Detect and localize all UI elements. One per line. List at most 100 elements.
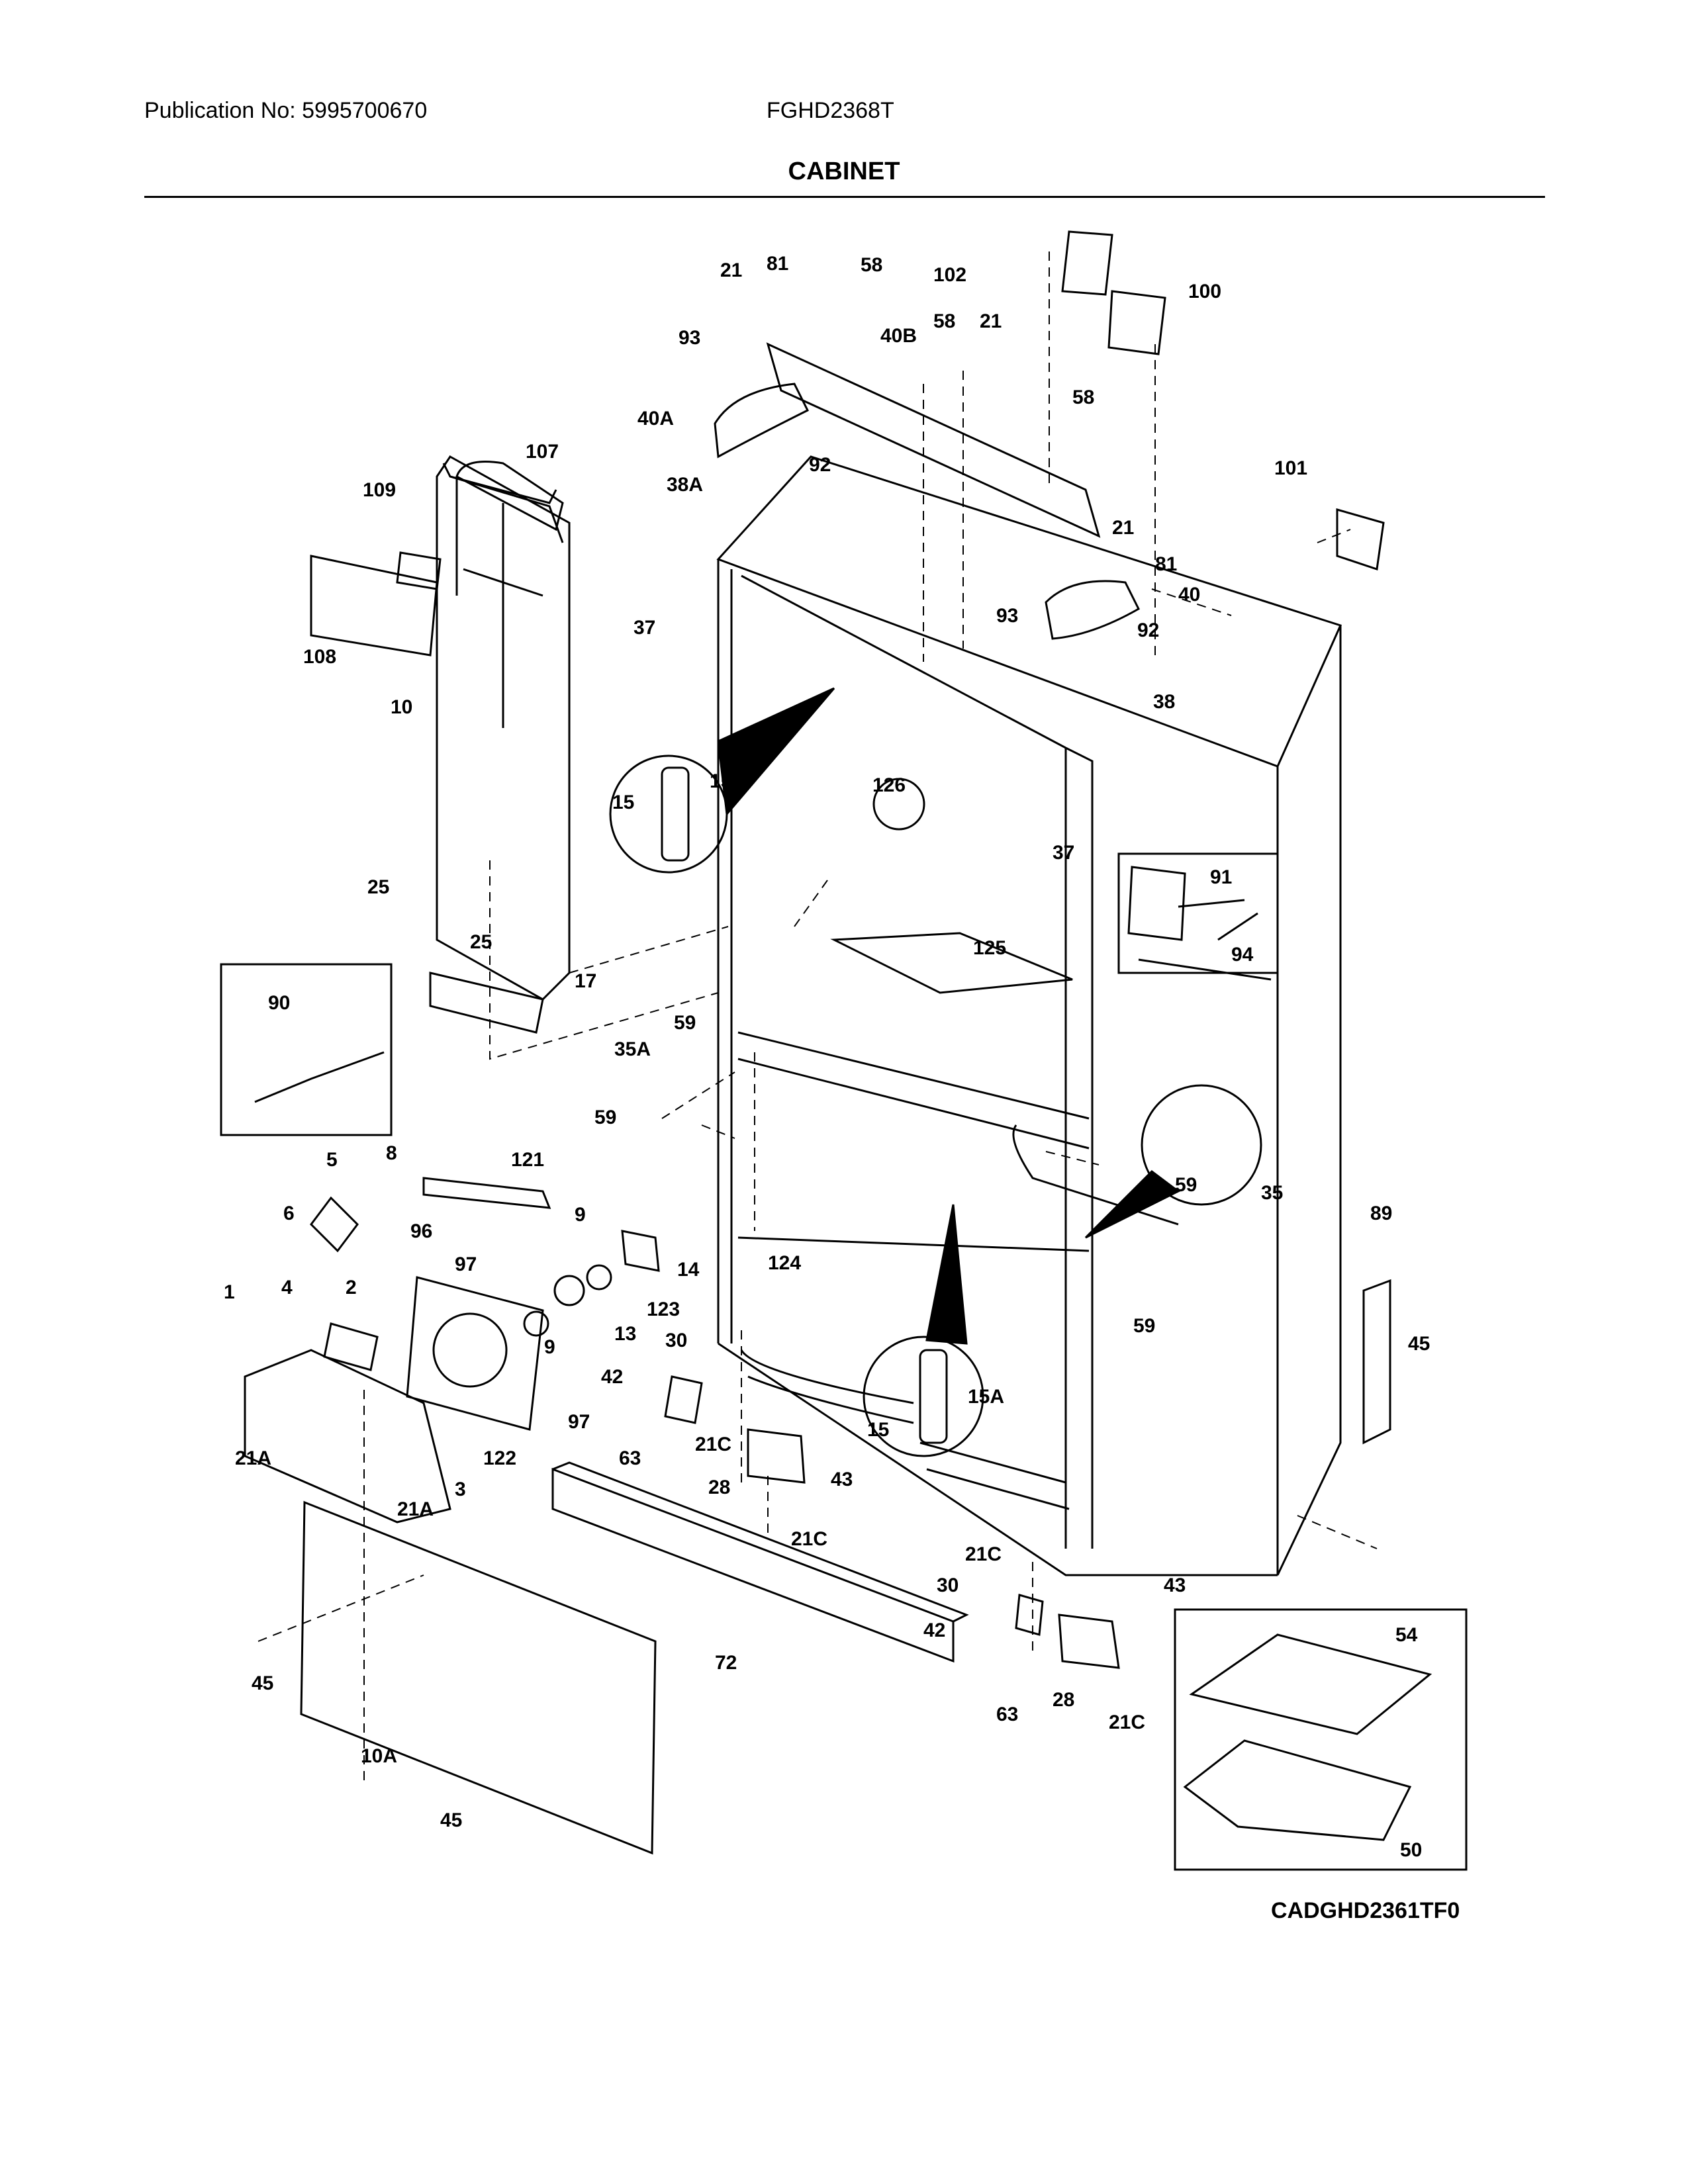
callout: 93 bbox=[679, 327, 700, 349]
duct-grille-107 bbox=[455, 461, 564, 531]
callout: 13 bbox=[614, 1323, 636, 1345]
cabinet-inner-edges bbox=[730, 569, 1094, 1549]
callout: 125 bbox=[973, 937, 1006, 959]
callout: 21C bbox=[965, 1543, 1002, 1565]
callout: 35A bbox=[614, 1038, 651, 1060]
evaporator-cover-1 bbox=[244, 1349, 451, 1524]
callout: 58 bbox=[861, 254, 882, 276]
callout: 1 bbox=[224, 1281, 235, 1303]
control-board-50 bbox=[1183, 1739, 1412, 1841]
cabinet-bottom-rails bbox=[740, 1349, 1070, 1510]
callout: 6 bbox=[283, 1203, 295, 1224]
callout: 15A bbox=[710, 770, 746, 792]
filter-15a-top bbox=[661, 766, 690, 862]
callout: 37 bbox=[633, 617, 655, 639]
diagram-code: CADGHD2361TF0 bbox=[1271, 1898, 1460, 1923]
callout: 40 bbox=[1178, 584, 1200, 606]
callout-labels: 21 81 58 102 100 93 40B 58 21 40A 58 92 … bbox=[224, 253, 1430, 1861]
filter-108 bbox=[310, 555, 438, 657]
probe-90 bbox=[254, 1051, 385, 1103]
callout: 15A bbox=[968, 1386, 1004, 1408]
callout: 81 bbox=[767, 253, 788, 275]
callout: 109 bbox=[363, 479, 396, 501]
callout: 8 bbox=[386, 1142, 397, 1164]
fan-blade-5 bbox=[310, 1196, 359, 1253]
callout: 90 bbox=[268, 992, 290, 1014]
callout: 21A bbox=[235, 1447, 271, 1469]
callout: 21 bbox=[1112, 517, 1134, 539]
callout: 92 bbox=[1137, 619, 1159, 641]
callout: 45 bbox=[440, 1809, 462, 1831]
callout: 21C bbox=[695, 1433, 731, 1455]
callout: 121 bbox=[511, 1149, 544, 1171]
callout: 107 bbox=[526, 441, 559, 463]
detail-circle-35 bbox=[1141, 1084, 1262, 1206]
duct-top bbox=[449, 475, 564, 597]
callout: 25 bbox=[367, 876, 389, 898]
callout: 122 bbox=[483, 1447, 516, 1469]
callout: 100 bbox=[1188, 281, 1221, 302]
bracket-2 bbox=[323, 1322, 379, 1371]
glass-shelf bbox=[830, 932, 1073, 994]
callout: 17 bbox=[575, 970, 596, 992]
detail-pointer-top bbox=[717, 687, 835, 817]
callout: 126 bbox=[872, 774, 906, 796]
bracket-89 bbox=[1362, 1279, 1391, 1445]
callout: 5 bbox=[326, 1149, 338, 1171]
callout: 43 bbox=[1164, 1574, 1186, 1596]
callout: 58 bbox=[1072, 387, 1094, 408]
inset-box-90 bbox=[220, 963, 393, 1136]
callout: 28 bbox=[1053, 1689, 1074, 1711]
callout: 9 bbox=[575, 1204, 586, 1226]
callout: 59 bbox=[1175, 1174, 1197, 1196]
callout: 15 bbox=[612, 792, 634, 813]
inset-box-91 bbox=[1117, 852, 1279, 974]
callout: 63 bbox=[996, 1704, 1018, 1725]
callout: 42 bbox=[601, 1366, 623, 1388]
callout: 97 bbox=[455, 1253, 477, 1275]
filter-15a-bottom bbox=[919, 1349, 948, 1444]
callout: 25 bbox=[470, 931, 492, 953]
callout: 45 bbox=[252, 1672, 273, 1694]
callout: 2 bbox=[346, 1277, 357, 1298]
callout: 4 bbox=[281, 1277, 293, 1298]
filter-cover-109 bbox=[396, 551, 442, 590]
cabinet-outline bbox=[717, 559, 1342, 1576]
callout: 10 bbox=[391, 696, 412, 718]
detail-pointer-bottom bbox=[925, 1204, 968, 1345]
callout: 30 bbox=[937, 1574, 959, 1596]
fan-shroud-ring bbox=[432, 1312, 508, 1388]
callout: 40B bbox=[880, 325, 917, 347]
callout: 108 bbox=[303, 646, 336, 668]
fan-motor-13 bbox=[553, 1275, 585, 1306]
callout: 92 bbox=[809, 454, 831, 476]
callout: 35 bbox=[1261, 1182, 1283, 1204]
callout: 9 bbox=[544, 1336, 555, 1358]
callout: 38 bbox=[1153, 691, 1175, 713]
drain-trough-17 bbox=[429, 972, 544, 1034]
detail-circle-15a-bottom bbox=[863, 1336, 984, 1457]
callout: 58 bbox=[933, 310, 955, 332]
detail-circle-126 bbox=[872, 778, 925, 831]
callout: 40A bbox=[637, 408, 674, 430]
bracket-30-left bbox=[664, 1375, 703, 1424]
bracket-123 bbox=[621, 1230, 660, 1272]
callout: 21 bbox=[720, 259, 742, 281]
bracket-100 bbox=[1107, 290, 1166, 355]
top-bracket bbox=[766, 342, 1101, 538]
inset-box-54 bbox=[1174, 1608, 1468, 1871]
callout: 96 bbox=[410, 1220, 432, 1242]
callout: 94 bbox=[1231, 944, 1254, 966]
bracket-102 bbox=[1061, 230, 1113, 296]
callout: 21A bbox=[397, 1498, 434, 1520]
hinge-bottom-right bbox=[1058, 1614, 1120, 1669]
bracket-30-right bbox=[1015, 1594, 1044, 1636]
callout: 28 bbox=[708, 1477, 730, 1498]
hinge-right bbox=[1045, 580, 1140, 640]
sensor-91 bbox=[1127, 866, 1258, 941]
hinge-bottom-left bbox=[747, 1428, 806, 1484]
callout: 123 bbox=[647, 1298, 680, 1320]
callout: 21C bbox=[791, 1528, 827, 1550]
crisper-shelf bbox=[1012, 958, 1272, 1226]
